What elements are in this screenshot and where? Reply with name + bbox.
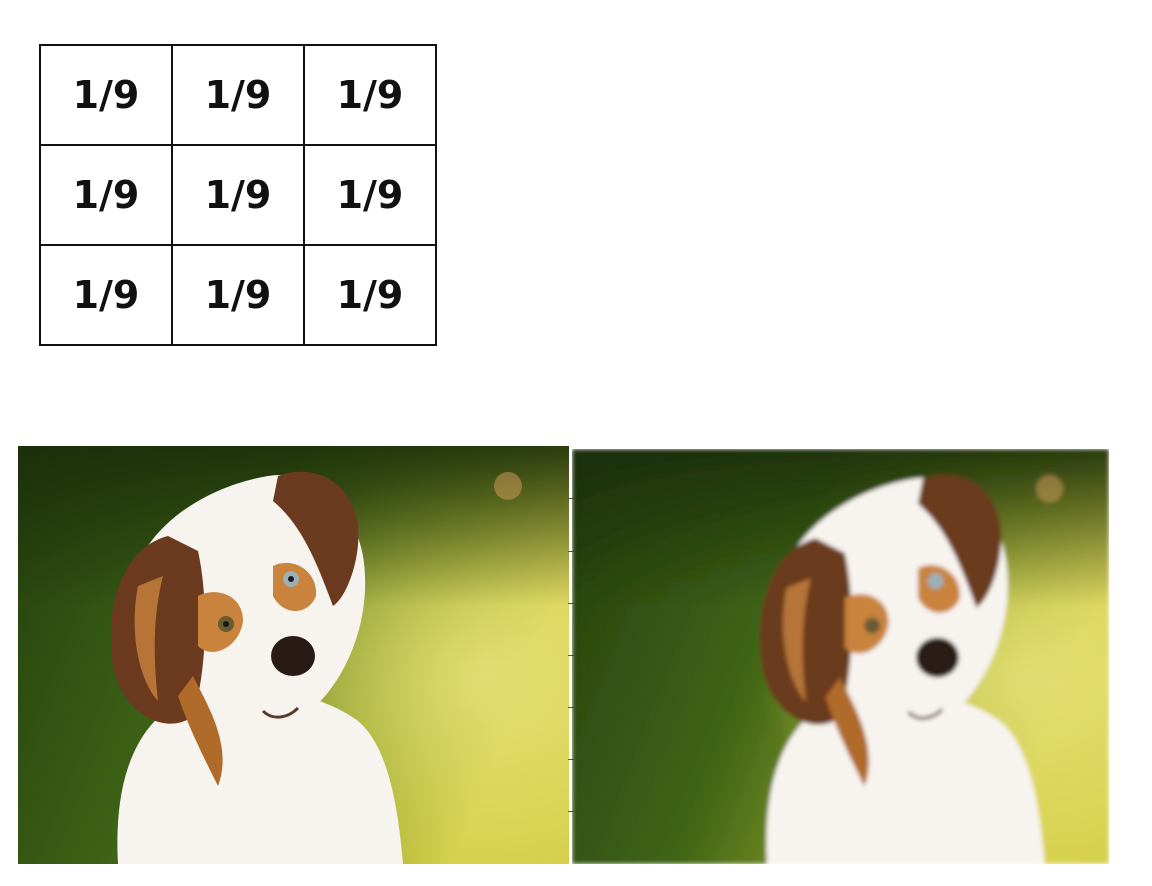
kernel-cell: 1/9 (303, 44, 437, 146)
kernel-cell: 1/9 (303, 244, 437, 346)
kernel-row: 1/9 1/9 1/9 (39, 44, 437, 146)
divider-tick (568, 655, 574, 656)
original-dog-image (18, 446, 569, 864)
divider-tick (568, 498, 574, 499)
blurred-dog-image (572, 449, 1109, 864)
divider-tick (568, 603, 574, 604)
divider-tick (568, 811, 574, 812)
kernel-row: 1/9 1/9 1/9 (39, 144, 437, 246)
kernel-row: 1/9 1/9 1/9 (39, 244, 437, 346)
kernel-cell: 1/9 (39, 144, 173, 246)
kernel-cell: 1/9 (171, 144, 305, 246)
kernel-cell: 1/9 (39, 244, 173, 346)
kernel-cell: 1/9 (171, 244, 305, 346)
dog-illustration-blurred (572, 449, 1109, 864)
divider-tick (568, 707, 574, 708)
kernel-cell: 1/9 (171, 44, 305, 146)
divider-tick (568, 759, 574, 760)
dog-illustration (18, 446, 569, 864)
averaging-kernel-grid: 1/9 1/9 1/9 1/9 1/9 1/9 1/9 1/9 1/9 (39, 44, 437, 346)
kernel-cell: 1/9 (39, 44, 173, 146)
divider-tick (568, 551, 574, 552)
kernel-cell: 1/9 (303, 144, 437, 246)
